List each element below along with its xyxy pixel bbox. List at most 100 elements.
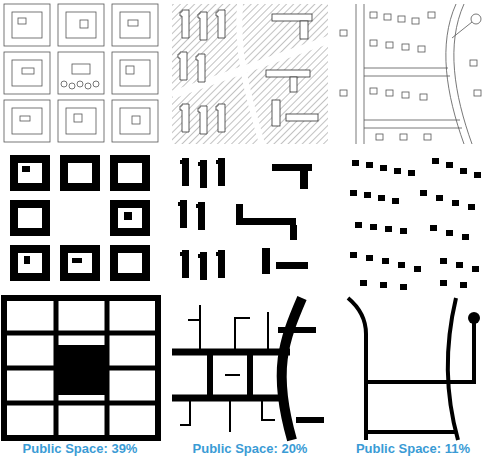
perimeter-block-sketch	[4, 4, 158, 142]
detached-house-footprints-part	[370, 224, 377, 230]
detached-house-footprints-part	[398, 262, 405, 268]
detached-house-footprints-part	[352, 160, 359, 166]
suburban-sketch-part	[412, 18, 419, 24]
slab-block-sketch-part	[239, 4, 262, 144]
hierarchical-street-network-part	[207, 352, 213, 398]
detached-house-footprints-part	[380, 165, 387, 171]
detached-house-footprints-part	[378, 195, 385, 201]
perimeter-block-sketch-part	[4, 52, 50, 94]
slab-block-sketch	[172, 4, 328, 144]
grid-street-network	[4, 298, 158, 438]
slab-footprints-part	[216, 250, 225, 278]
slab-footprints-part	[276, 262, 308, 269]
detached-house-footprints-part	[350, 190, 357, 196]
perimeter-block-sketch-part	[4, 100, 50, 142]
detached-house-footprints-part	[446, 230, 453, 236]
slab-footprints-part	[300, 171, 308, 189]
detached-house-footprints-part	[446, 162, 453, 168]
perimeter-block-footprints-part	[110, 155, 150, 191]
suburban-sketch-part	[402, 92, 409, 98]
suburban-sketch-part	[386, 42, 393, 48]
perimeter-block-footprints	[10, 155, 150, 281]
slab-block-sketch-part	[198, 12, 207, 40]
suburban-sketch-part	[376, 134, 383, 140]
perimeter-block-footprints-part	[124, 212, 132, 220]
suburban-sketch-part	[340, 12, 481, 140]
hierarchical-street-network-part	[225, 374, 240, 376]
hierarchical-street-network-part	[188, 319, 200, 321]
slab-block-sketch-part	[172, 40, 328, 95]
slab-footprints-part	[290, 225, 297, 240]
hierarchical-street-network-part	[267, 312, 269, 352]
slab-footprints-part	[180, 250, 189, 278]
slab-footprints-part	[262, 248, 270, 274]
hierarchical-street-network-part	[199, 305, 201, 352]
perimeter-block-sketch-part	[58, 100, 104, 142]
suburban-sketch-part	[398, 16, 405, 22]
slab-block-sketch-part	[180, 10, 189, 38]
slab-block-sketch-part	[196, 54, 205, 82]
slab-block-sketch-part	[272, 100, 280, 126]
perimeter-block-footprints-part	[22, 166, 30, 172]
perimeter-block-sketch-part	[126, 66, 134, 74]
hierarchical-street-network-part	[172, 349, 290, 356]
hierarchical-street-network-part	[180, 398, 190, 425]
grid-street-network-part	[4, 401, 158, 406]
detached-house-footprints-part	[430, 225, 437, 231]
slab-block-sketch-part	[178, 52, 187, 80]
detached-house-footprints-part	[380, 282, 387, 288]
perimeter-block-sketch-part	[61, 81, 67, 87]
suburban-street-network-part	[448, 298, 458, 440]
grid-street-network-part	[4, 331, 158, 336]
perimeter-block-footprints-part	[72, 258, 82, 263]
perimeter-block-footprints-part	[60, 245, 100, 281]
hierarchical-street-network-part	[296, 417, 324, 423]
suburban-sketch-part	[386, 90, 393, 96]
perimeter-block-sketch-part	[120, 12, 150, 38]
suburban-street-network	[348, 298, 480, 440]
perimeter-block-sketch-part	[72, 64, 90, 74]
perimeter-block-footprints-part	[10, 155, 50, 191]
slab-footprints-part	[216, 158, 225, 186]
suburban-sketch-part	[370, 40, 377, 46]
slab-footprints-part	[180, 158, 189, 186]
slab-footprints-part	[178, 200, 187, 228]
hierarchical-street-network-part	[247, 352, 253, 398]
suburban-sketch-part	[384, 14, 391, 20]
suburban-sketch-part	[446, 4, 472, 144]
suburban-sketch-part	[420, 94, 427, 100]
suburban-street-network-part	[468, 312, 480, 324]
suburban-sketch-part	[418, 46, 425, 52]
detached-house-footprints-part	[414, 266, 421, 272]
perimeter-block-footprints-part	[110, 200, 150, 236]
slab-block-sketch-part	[216, 10, 225, 38]
perimeter-block-sketch-part	[132, 116, 140, 124]
perimeter-block-sketch-part	[128, 20, 138, 26]
perimeter-block-sketch-part	[58, 4, 104, 46]
perimeter-block-sketch-part	[120, 60, 150, 86]
perimeter-block-sketch-part	[85, 83, 91, 89]
perimeter-block-sketch-part	[12, 12, 42, 38]
suburban-sketch-part	[424, 134, 431, 140]
detached-house-footprints-part	[366, 255, 373, 261]
detached-house-footprints-part	[420, 190, 427, 196]
suburban-sketch-part	[402, 44, 409, 50]
perimeter-block-sketch-part	[20, 116, 30, 121]
perimeter-block-sketch-part	[12, 60, 42, 86]
perimeter-block-footprints-part	[60, 155, 100, 191]
hierarchical-street-network-part	[229, 398, 231, 432]
suburban-sketch-part	[340, 90, 347, 96]
perimeter-block-sketch-part	[58, 52, 104, 94]
suburban-sketch-part	[370, 12, 377, 18]
detached-house-footprints-part	[392, 198, 399, 204]
detached-house-footprints-part	[355, 222, 362, 228]
slab-block-sketch-part	[198, 106, 207, 134]
grid-street-network-part	[4, 298, 158, 438]
perimeter-block-sketch-part	[66, 12, 96, 38]
suburban-sketch-part	[470, 60, 477, 66]
slab-footprints-part	[198, 160, 207, 188]
detached-house-footprints-part	[382, 258, 389, 264]
detached-house-footprints-part	[456, 262, 463, 268]
perimeter-block-sketch-part	[120, 108, 150, 134]
public-space-caption: Public Space: 11%	[356, 441, 470, 456]
